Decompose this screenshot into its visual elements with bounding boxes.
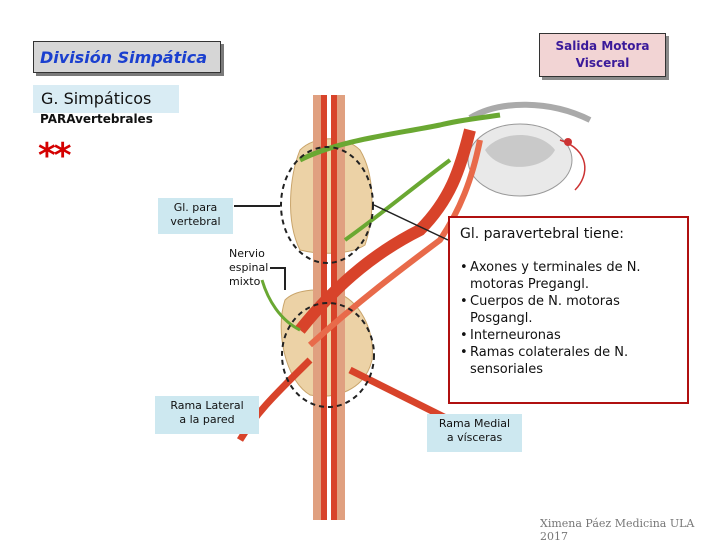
- bullet-icon: •: [460, 345, 468, 360]
- label-rama-lateral: Rama Lateral a la pared: [155, 396, 259, 434]
- label-line: Rama Lateral: [170, 399, 244, 412]
- ganglion-highlight-upper: [280, 146, 374, 264]
- info-title: Gl. paravertebral tiene:: [460, 226, 624, 242]
- credit-text: Ximena Páez Medicina ULA 2017: [540, 517, 695, 543]
- label-line: mixto: [229, 275, 261, 288]
- list-item: • Cuerpos de N. motoras Posgangl.: [460, 293, 677, 327]
- label-rama-medial: Rama Medial a vísceras: [427, 414, 522, 452]
- ramus-green-lower: [343, 158, 452, 242]
- title-box: División Simpática: [33, 41, 221, 73]
- label-nervio-espinal: Nervio espinal mixto: [229, 247, 268, 289]
- leader-nervio: [270, 267, 286, 290]
- list-item: • Axones y terminales de N. motoras Preg…: [460, 259, 677, 293]
- medial-ramus: [348, 366, 452, 424]
- ganglion-highlight-lower: [281, 302, 375, 408]
- corner-label: Salida Motora Visceral: [539, 33, 666, 77]
- label-line: espinal: [229, 261, 269, 274]
- subtitle: G. Simpáticos: [33, 85, 179, 113]
- subtitle-paravertebrales: PARAvertebrales: [40, 112, 153, 126]
- list-item: • Ramas colaterales de N. sensoriales: [460, 344, 677, 378]
- page-title: División Simpática: [40, 47, 207, 67]
- label-line: a vísceras: [446, 431, 503, 444]
- info-box: Gl. paravertebral tiene: • Axones y term…: [448, 216, 689, 404]
- spinal-nerve-red: [295, 128, 476, 334]
- label-line: vertebral: [170, 215, 221, 228]
- bullet-icon: •: [460, 260, 468, 275]
- info-item: Interneuronas: [470, 328, 561, 343]
- bullet-icon: •: [460, 328, 468, 343]
- list-item: • Interneuronas: [460, 327, 677, 344]
- bullet-icon: •: [460, 294, 468, 309]
- label-line: a la pared: [179, 413, 235, 426]
- label-line: Rama Medial: [438, 417, 511, 430]
- ramus-green-upper: [298, 112, 501, 163]
- label-line: Nervio: [229, 247, 265, 260]
- label-gl-paravertebral: Gl. para vertebral: [158, 198, 233, 234]
- info-item: Axones y terminales de N. motoras Pregan…: [470, 260, 641, 292]
- spinal-cord-section: [467, 101, 592, 197]
- info-item: Ramas colaterales de N. sensoriales: [470, 345, 629, 377]
- label-line: Gl. para: [173, 201, 218, 214]
- leader-info: [373, 204, 449, 241]
- info-item: Cuerpos de N. motoras Posgangl.: [470, 294, 620, 326]
- stars-marker: **: [38, 136, 72, 176]
